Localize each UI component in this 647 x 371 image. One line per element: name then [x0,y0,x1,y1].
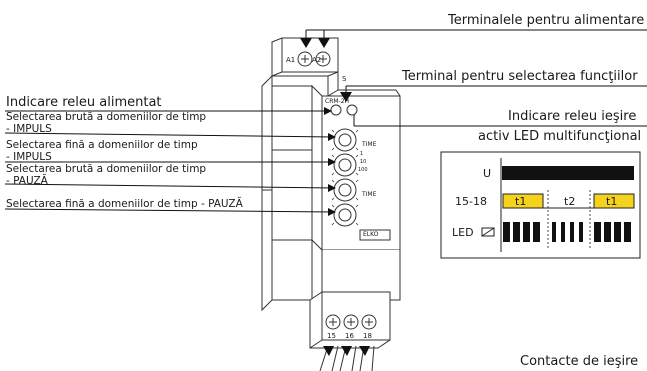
output-terminal-18: 18 [363,332,372,340]
label-power-terminals: Terminalele pentru alimentare [448,13,645,28]
time-label-2: TIME [362,191,377,198]
output-terminal-16: 16 [345,332,354,340]
timing-row-u: U [483,167,492,180]
label-output-indicator-2: activ LED multifuncţional [478,129,642,144]
brand-logo: ELKO [363,231,379,238]
led-pulses [503,222,631,242]
label-fine-impulse-2: - IMPULS [6,151,52,163]
timing-t1-first: t1 [515,195,527,208]
label-fine-pause: Selectarea fină a domeniilor de timp - P… [6,198,243,210]
label-coarse-pause-2: - PAUZĂ [6,175,48,187]
label-coarse-impulse-1: Selectarea brută a domeniilor de timp [6,111,207,123]
label-output-contacts: Contacte de ieşire [520,354,639,369]
timing-t2: t2 [564,195,576,208]
label-output-indicator-1: Indicare releu ieşire [508,109,637,124]
u-bar [502,166,634,180]
scale-100: 100 [358,167,368,173]
label-function-terminal: Terminal pentru selectarea funcţiilor [402,69,638,84]
scale-10: 10 [360,159,367,165]
label-fine-impulse-1: Selectarea fină a domeniilor de timp [6,139,198,151]
terminal-a2-label: A2 [312,56,322,64]
t1-second-box [593,193,635,209]
output-terminal-15: 15 [327,332,336,340]
scale-1: 1 [360,151,364,157]
timing-row-led: LED [452,226,474,239]
time-label-1: TIME [362,141,377,148]
device-model: CRM-2H [325,98,350,105]
timing-row-contacts: 15-18 [455,195,487,208]
label-coarse-pause-1: Selectarea brută a domeniilor de timp [6,163,207,175]
led-symbol-icon [481,227,495,237]
terminal-a1-label: A1 [286,56,296,64]
terminal-s-label: S [342,75,347,83]
timing-t1-second: t1 [606,195,618,208]
label-relay-power: Indicare releu alimentat [6,95,162,110]
label-coarse-impulse-2: - IMPULS [6,123,52,135]
